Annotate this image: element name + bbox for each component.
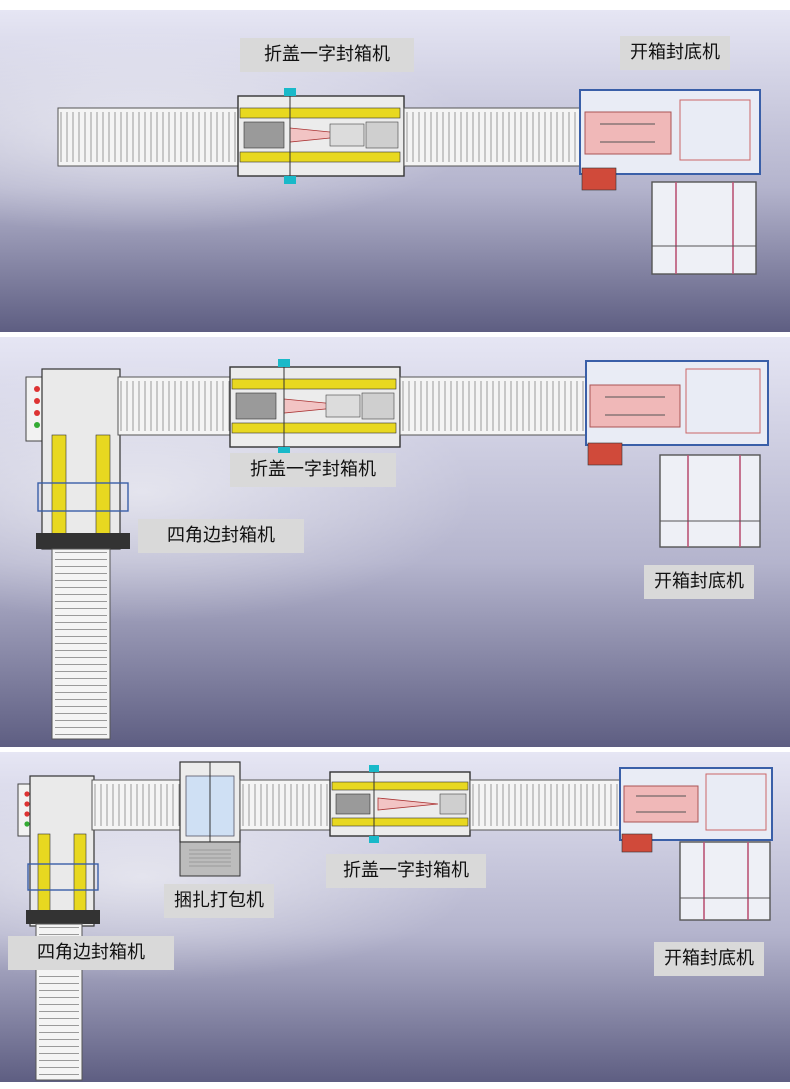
label-fold-seal-machine: 折盖一字封箱机 bbox=[326, 854, 486, 888]
layout-1-drawing bbox=[57, 88, 761, 275]
conveyor-rollers bbox=[120, 381, 230, 431]
corner-seal-machine bbox=[26, 775, 100, 927]
erector-machine bbox=[619, 767, 773, 921]
label-strapping-machine: 捆扎打包机 bbox=[164, 884, 274, 918]
middle-conveyor bbox=[399, 376, 587, 436]
corner-seal-machine bbox=[36, 368, 130, 550]
fold-seal-machine bbox=[237, 88, 405, 184]
label-erector-machine: 开箱封底机 bbox=[620, 36, 730, 70]
layout-2-drawing bbox=[25, 359, 769, 740]
label-corner-seal-machine: 四角边封箱机 bbox=[138, 519, 304, 553]
infeed-conveyor bbox=[91, 779, 185, 831]
conveyor-rollers bbox=[472, 784, 618, 826]
fold-seal-machine bbox=[229, 359, 401, 455]
conveyor-rollers bbox=[60, 112, 236, 162]
conveyor-rollers bbox=[189, 849, 231, 867]
layout-panel-1: 折盖一字封箱机 开箱封底机 bbox=[0, 10, 790, 332]
label-fold-seal-machine: 折盖一字封箱机 bbox=[240, 38, 414, 72]
infeed-conveyor bbox=[57, 107, 241, 167]
label-erector-machine: 开箱封底机 bbox=[654, 942, 764, 976]
erector-machine bbox=[579, 89, 761, 275]
layout-3-drawing bbox=[17, 761, 773, 1081]
strapping-machine bbox=[179, 761, 241, 877]
conveyor-rollers bbox=[406, 112, 582, 162]
conveyor-rollers bbox=[94, 784, 180, 826]
conveyor-rollers bbox=[242, 784, 328, 826]
conveyor-rollers bbox=[402, 381, 584, 431]
layout-panel-2: 折盖一字封箱机 四角边封箱机 开箱封底机 bbox=[0, 337, 790, 747]
middle-conveyor-left bbox=[239, 779, 331, 831]
infeed-conveyor bbox=[117, 376, 231, 436]
label-corner-seal-machine: 四角边封箱机 bbox=[8, 936, 174, 970]
fold-seal-machine bbox=[329, 765, 471, 843]
label-fold-seal-machine: 折盖一字封箱机 bbox=[230, 453, 396, 487]
layout-panel-3: 捆扎打包机 折盖一字封箱机 四角边封箱机 开箱封底机 bbox=[0, 752, 790, 1082]
middle-conveyor-right bbox=[469, 779, 621, 831]
label-erector-machine: 开箱封底机 bbox=[644, 565, 754, 599]
outfeed-conveyor bbox=[51, 548, 111, 740]
middle-conveyor bbox=[403, 107, 583, 167]
conveyor-rollers bbox=[55, 552, 107, 735]
erector-machine bbox=[585, 360, 769, 548]
